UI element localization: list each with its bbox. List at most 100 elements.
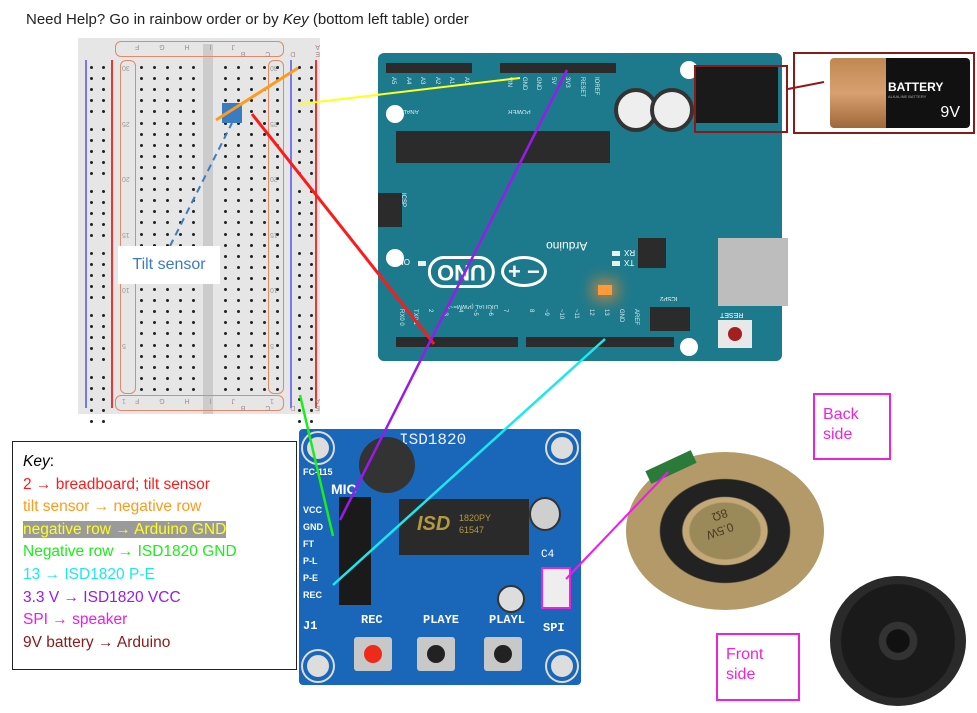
breadboard-hole [263,188,266,192]
chip-batch: 61547 [459,525,485,535]
breadboard-hole [237,376,240,380]
breadboard-hole [224,310,227,314]
rail-hole [90,99,93,102]
battery-voltage: 9V [940,104,960,121]
breadboard-hole [166,343,169,347]
breadboard-hole [166,365,169,369]
breadboard-hole [192,143,195,147]
rail-hole [102,398,105,401]
wire-green [298,394,335,537]
digital-header-low [396,337,518,347]
breadboard-hole [276,154,279,158]
breadboard-hole [166,199,169,203]
key-entry-text: 2 → breadboard; tilt sensor [23,475,210,493]
breadboard-hole [140,121,143,125]
rail-hole [310,110,313,113]
breadboard-hole [276,77,279,81]
breadboard-hole [276,254,279,258]
breadboard-hole [224,299,227,303]
rail-hole [298,161,301,164]
rail-hole [310,358,313,361]
breadboard-hole [250,210,253,214]
chip-part: 1820PY [459,513,492,523]
breadboard-hole [166,210,169,214]
breadboard-hole [250,243,253,247]
rail-hole [310,252,313,255]
breadboard-hole [140,77,143,81]
breadboard-hole [192,221,195,225]
breadboard-hole [263,276,266,280]
breadboard-hole [140,188,143,192]
breadboard-hole [166,299,169,303]
rail-hole [90,358,93,361]
battery-highlight [793,52,975,134]
breadboard-hole [166,121,169,125]
rail-hole [102,128,105,131]
breadboard-hole [166,310,169,314]
analog-header [386,63,472,73]
breadboard-hole [224,99,227,103]
rail-hole [90,274,93,277]
reset-button[interactable] [728,327,742,341]
breadboard-hole [237,99,240,103]
breadboard-hole [179,343,182,347]
breadboard-hole [192,310,195,314]
breadboard-hole [250,88,253,92]
breadboard-hole [166,66,169,69]
key-title-text: Key [23,453,50,470]
breadboard-hole [263,110,266,114]
breadboard-hole [140,332,143,336]
breadboard-hole [250,66,253,69]
breadboard-hole [140,243,143,247]
rail-hole [298,376,301,379]
rail-hole [102,88,105,91]
breadboard-hole [192,77,195,81]
rail-hole [102,387,105,390]
breadboard-hole [153,199,156,203]
breadboard-hole [224,210,227,214]
breadboard-hole [237,365,240,369]
breadboard-hole [250,121,253,125]
wire-yellow [299,77,521,105]
breadboard-hole [250,376,253,380]
rail-hole [102,325,105,328]
breadboard-hole [263,310,266,314]
wire-magenta [565,471,669,580]
breadboard-hole [263,243,266,247]
9v-battery: BATTERY ALKALINE BATTERY 9V [830,58,970,128]
breadboard-hole [153,177,156,180]
breadboard-hole [276,365,279,369]
atmega-chip [396,131,610,163]
playe-button[interactable] [417,637,455,671]
breadboard-hole [224,321,227,325]
rail-hole [102,263,105,266]
playl-button[interactable] [484,637,522,671]
breadboard-hole [140,210,143,214]
left-negative-rail-line [85,60,87,408]
breadboard-hole [140,299,143,303]
breadboard-hole [263,376,266,380]
breadboard-hole [166,77,169,81]
rail-hole [102,420,105,423]
rail-hole [90,252,93,255]
speaker-connector [541,567,571,609]
wire-darkred [787,81,825,90]
rec-button[interactable] [354,637,392,671]
breadboard-hole [224,243,227,247]
breadboard-hole [192,365,195,369]
breadboard-hole [263,254,266,258]
breadboard-hole [166,110,169,114]
breadboard-hole [263,66,266,69]
capacitor [650,88,694,132]
rail-hole [102,201,105,204]
breadboard-hole [166,132,169,136]
breadboard-hole [276,99,279,103]
breadboard-hole [179,387,182,391]
power-jack-highlight [694,65,788,133]
rail-hole [298,234,301,237]
breadboard-hole [237,243,240,247]
top-letter-outline [115,41,284,57]
rail-hole [298,77,301,80]
breadboard-hole [276,110,279,114]
